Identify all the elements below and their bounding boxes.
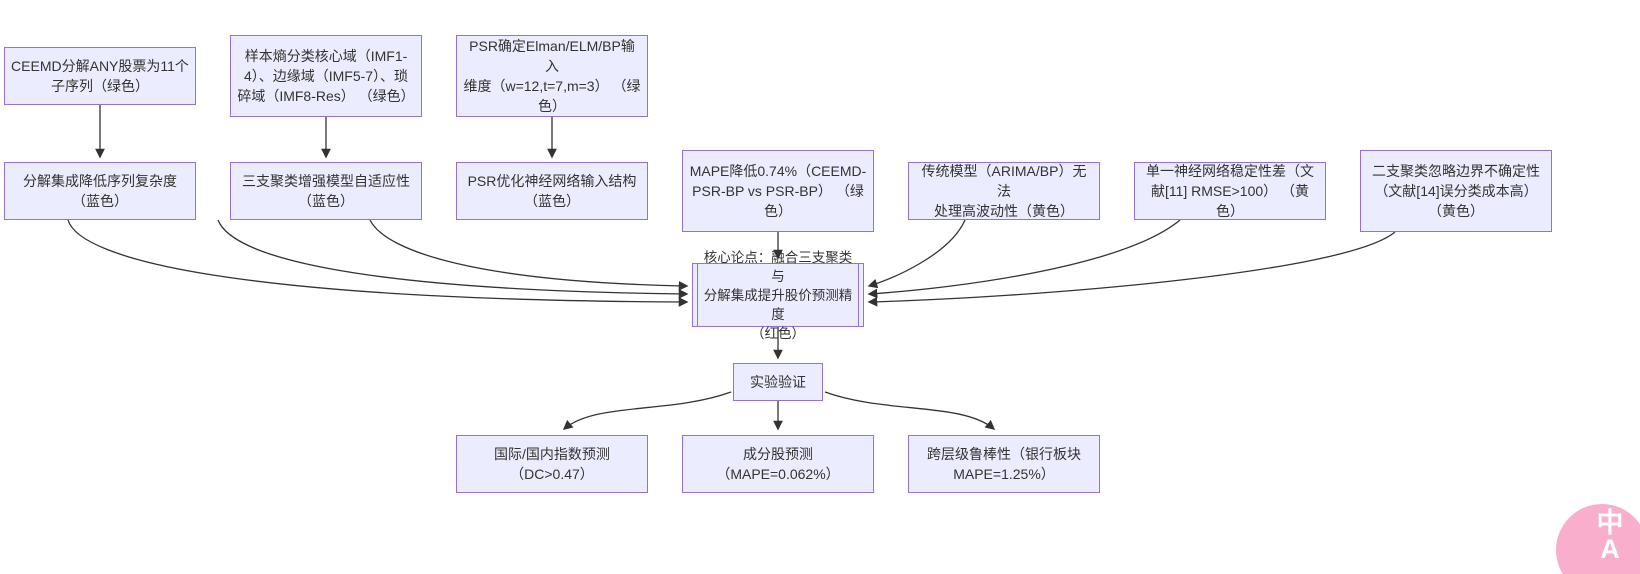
node-two-way-clustering-limitation: 二支聚类忽略边界不确定性 （文献[14]误分类成本高） （黄色） xyxy=(1360,150,1552,232)
node-constituent-stock-prediction: 成分股预测 （MAPE=0.062%） xyxy=(682,435,874,493)
node-cross-level-robustness: 跨层级鲁棒性（银行板块 MAPE=1.25%） xyxy=(908,435,1100,493)
edge-threeway-core xyxy=(217,219,689,299)
translate-icon: 中 A xyxy=(1596,508,1624,564)
node-ceemd-decomposition: CEEMD分解ANY股票为11个 子序列（绿色） xyxy=(4,47,196,105)
node-three-way-clustering: 三支聚类增强模型自适应性 （蓝色） xyxy=(230,162,422,220)
edge-singlenn-core xyxy=(867,219,1181,299)
translate-badge-button[interactable]: 中 A xyxy=(1556,504,1640,574)
node-psr-input-dimension: PSR确定Elman/ELM/BP输入 维度（w=12,t=7,m=3） （绿 … xyxy=(456,35,648,117)
edge-decomp-core xyxy=(67,219,689,307)
node-mape-reduction: MAPE降低0.74%（CEEMD- PSR-BP vs PSR-BP） （绿 … xyxy=(682,150,874,232)
node-experiment-validation: 实验验证 xyxy=(733,363,823,401)
edge-psropt-core xyxy=(369,219,689,291)
node-traditional-model-limitation: 传统模型（ARIMA/BP）无法 处理高波动性（黄色） xyxy=(908,162,1100,220)
node-psr-optimization: PSR优化神经网络输入结构 （蓝色） xyxy=(456,162,648,220)
edge-experiment-robust xyxy=(824,391,996,430)
edge-traditional-core xyxy=(867,219,966,289)
edge-experiment-index xyxy=(562,391,732,430)
node-sample-entropy: 样本熵分类核心域（IMF1- 4）、边缘域（IMF5-7）、琐 碎域（IMF8-… xyxy=(230,35,422,117)
node-index-prediction: 国际/国内指数预测 （DC>0.47） xyxy=(456,435,648,493)
node-core-thesis: 核心论点：融合三支聚类与 分解集成提升股价预测精度 （红色） xyxy=(692,250,864,341)
node-decomposition-benefit: 分解集成降低序列复杂度 （蓝色） xyxy=(4,162,196,220)
edge-twoway-core xyxy=(867,231,1396,307)
node-single-nn-instability: 单一神经网络稳定性差（文 献[11] RMSE>100） （黄色） xyxy=(1134,162,1326,220)
